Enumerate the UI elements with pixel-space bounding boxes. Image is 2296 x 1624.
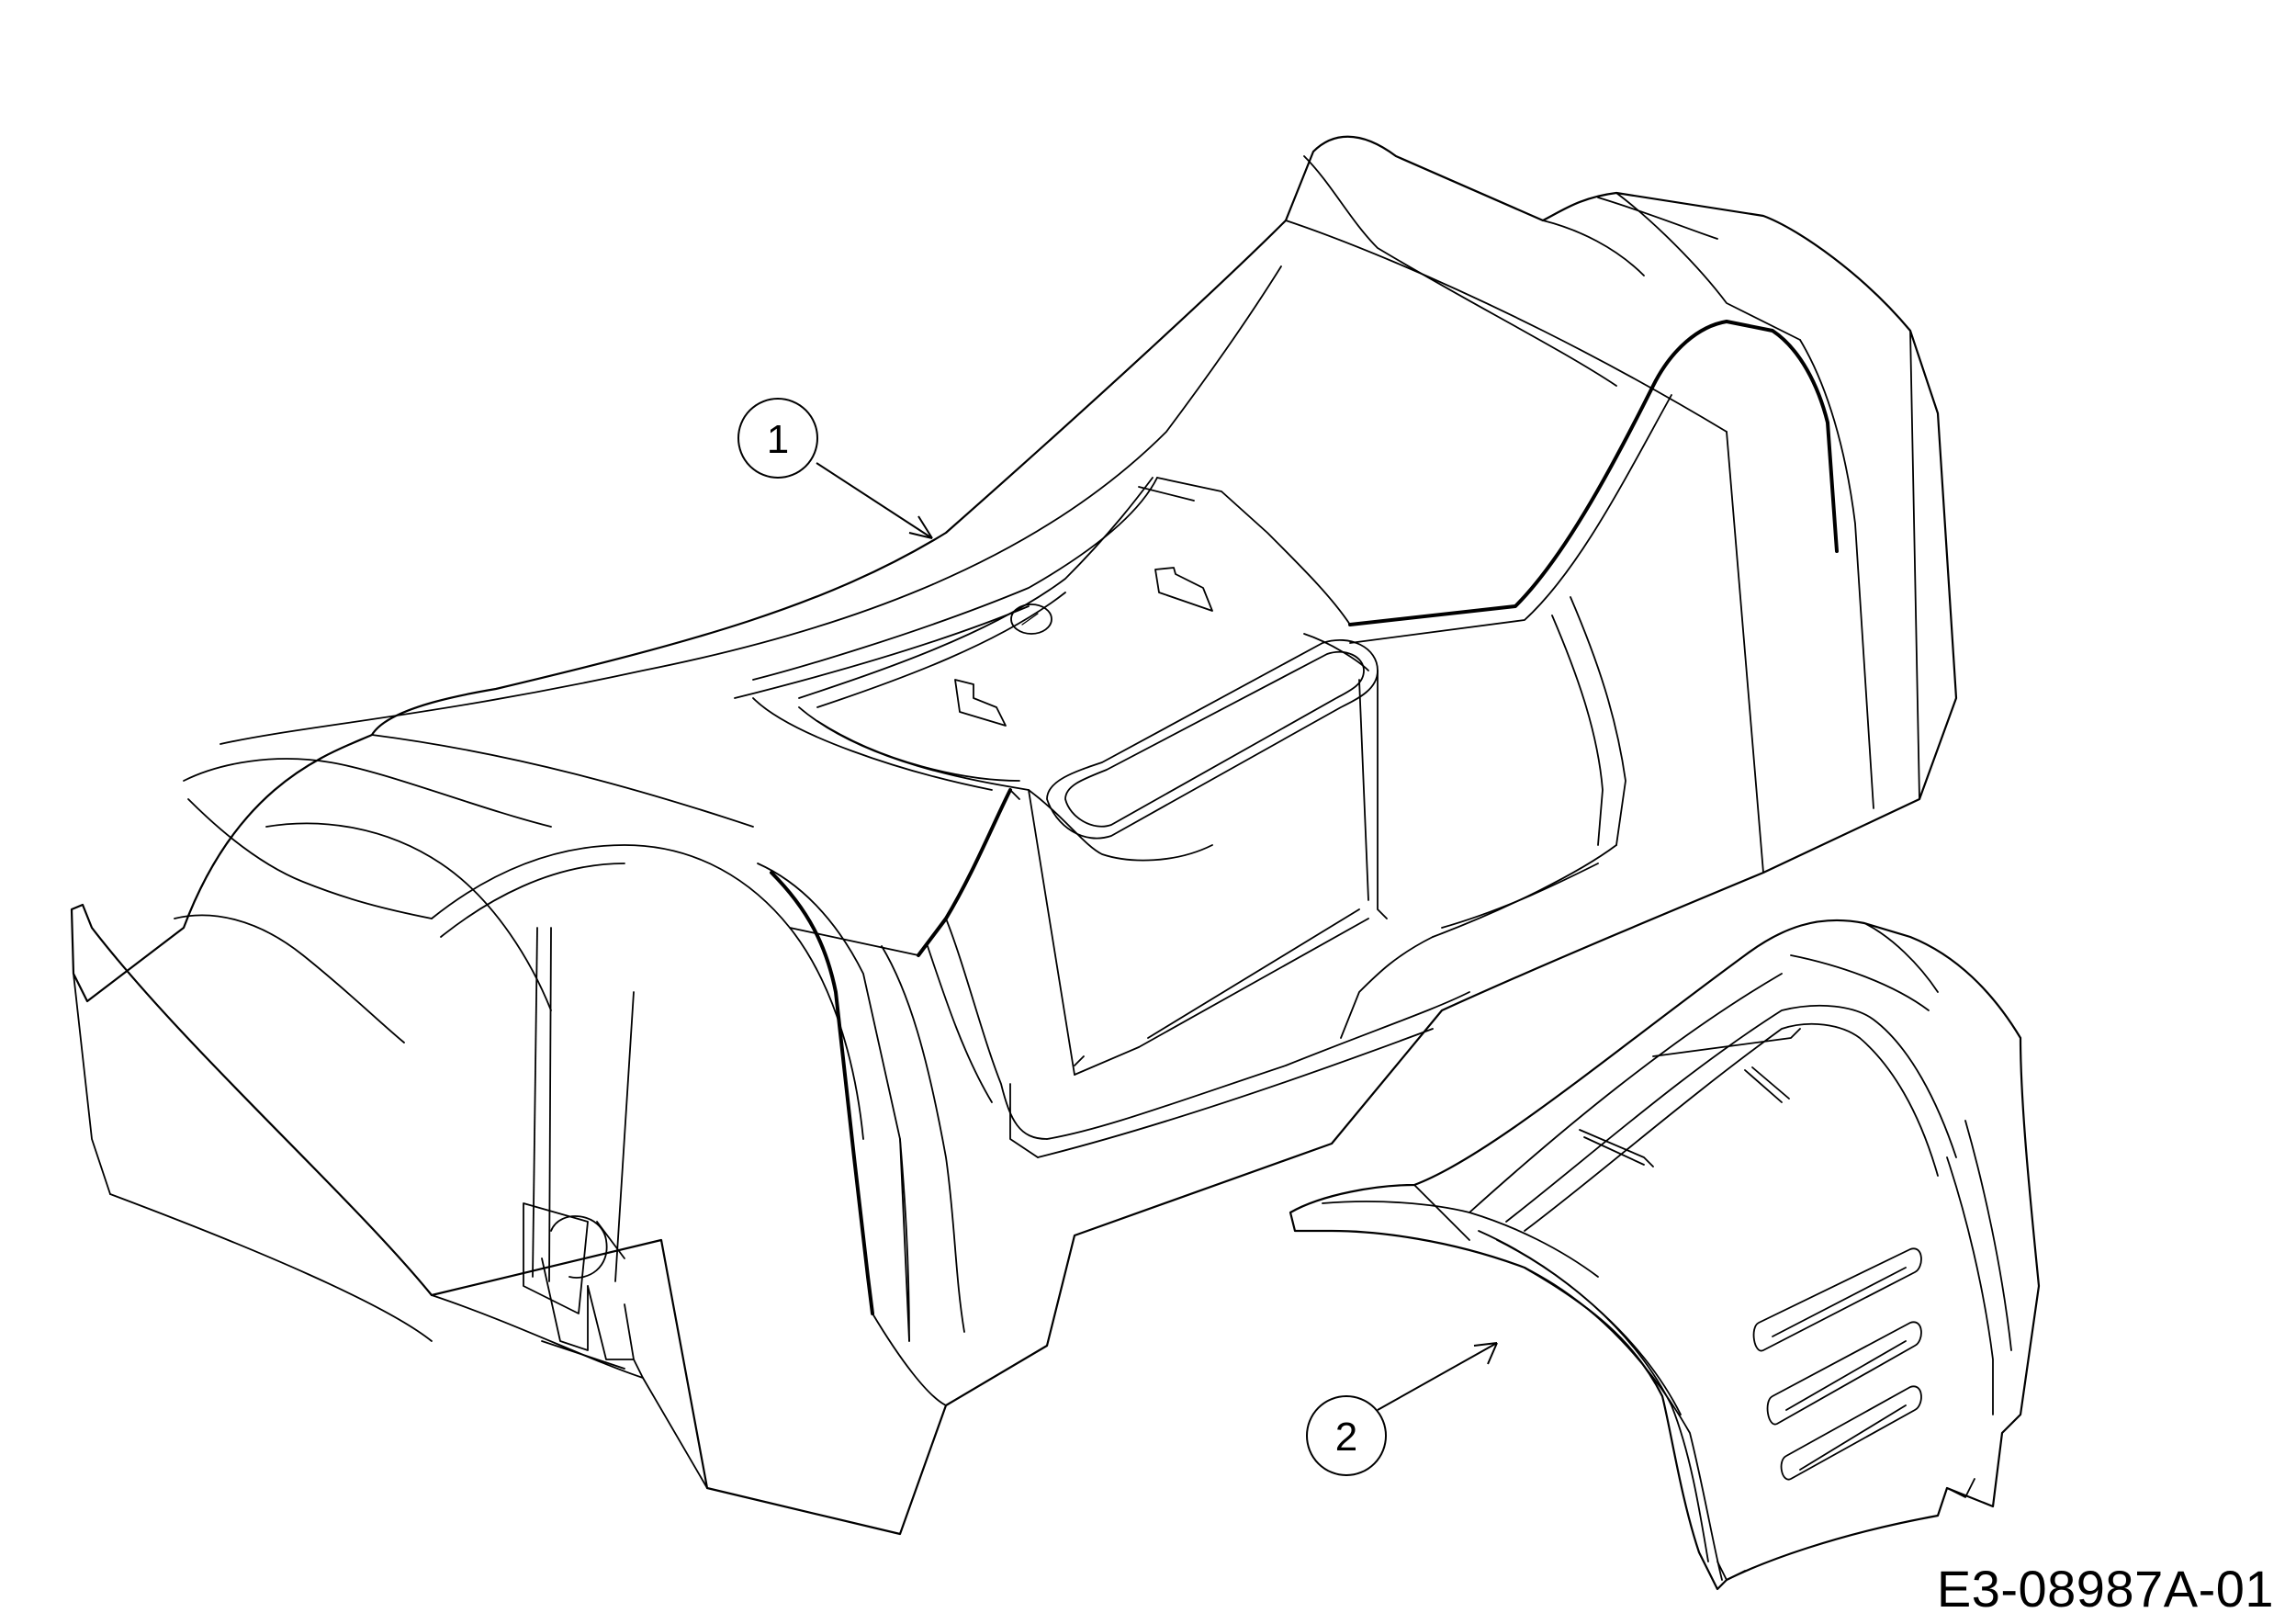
callout-2-arrowhead xyxy=(1473,1342,1498,1365)
drawing-id-label: E3-08987A-01 xyxy=(1936,1560,2274,1618)
part-1-body-cover xyxy=(70,135,1958,1536)
callout-1: 1 xyxy=(737,398,933,539)
callout-1-leader xyxy=(816,462,933,539)
part-2-front-cover xyxy=(1289,919,2041,1591)
callout-2: 2 xyxy=(1306,1342,1498,1476)
vent-slots xyxy=(1752,1247,1922,1481)
callout-1-label: 1 xyxy=(767,417,789,462)
callout-2-label: 2 xyxy=(1335,1415,1357,1460)
callout-1-circle xyxy=(737,398,818,479)
callout-1-arrowhead xyxy=(908,515,933,539)
callout-2-circle xyxy=(1306,1395,1387,1476)
callout-2-leader xyxy=(1377,1342,1498,1411)
